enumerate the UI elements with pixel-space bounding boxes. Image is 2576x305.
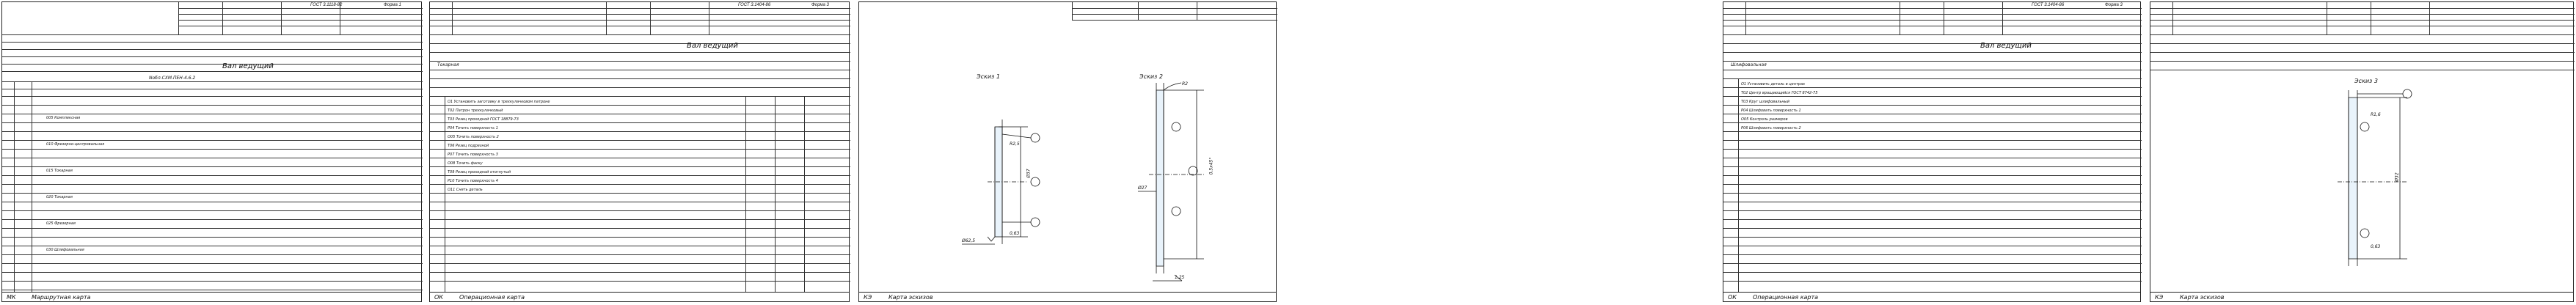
gost-label: ГОСТ 3.1118-82	[310, 3, 343, 7]
sheet-footer: КЭ Карта эскизов	[859, 292, 1276, 301]
dimension-label: 0,5х45°	[1208, 157, 1214, 175]
route-row: 010 Фрезерно-центровальная	[46, 142, 105, 147]
route-row: 025 Фрезерная	[46, 221, 76, 226]
route-row: 020 Токарная	[46, 195, 73, 199]
operation-row: Р06 Шлифовать поверхность 2	[1741, 126, 1801, 131]
form-label: Форма 3	[811, 3, 829, 7]
sketch-card-sheet: Эскиз 3 Ø32 R1,6 0,63 КЭ Карта эскизов	[2150, 1, 2575, 302]
operation-row: Р04 Точить поверхность 1	[448, 126, 498, 131]
operation-name: Токарная	[437, 62, 459, 67]
sketch-card-sheet: Эскиз 1 Эскиз 2	[858, 1, 1277, 302]
operation-row: О11 Снять деталь	[448, 188, 483, 192]
document-title: Вал ведущий	[687, 42, 738, 50]
operation-row: Т02 Центр вращающийся ГОСТ 8742-75	[1741, 91, 1818, 95]
sketch-drawing	[2338, 89, 2412, 266]
sheet-footer: ОК Операционная карта	[1723, 292, 2140, 301]
operation-name: Шлифовальная	[1731, 62, 1767, 67]
route-row: 015 Токарная	[46, 169, 73, 173]
card-name: Карта эскизов	[889, 294, 933, 301]
dimension-label: Ø27	[1138, 185, 1147, 191]
operation-row: О1 Установить заготовку в трехкулачковом…	[448, 100, 550, 104]
form-label: Форма 3	[2105, 3, 2123, 7]
operation-row: Т02 Патрон трехкулачковый	[448, 109, 503, 113]
form-label: Форма 1	[384, 3, 401, 7]
card-code: МК	[7, 294, 16, 301]
operation-row: О05 Точить поверхность 2	[448, 135, 499, 139]
operation-card-sheet: ГОСТ 3.1404-86 Форма 3 Вал ведущий Токар…	[429, 1, 850, 302]
sketch-drawings	[962, 82, 1204, 282]
operation-row: Т03 Резец проходной ГОСТ 18879-73	[448, 117, 519, 122]
operation-row: Т09 Резец проходной отогнутый	[448, 170, 511, 174]
route-row: 030 Шлифовальная	[46, 248, 84, 252]
dimension-label: 1,25	[1175, 275, 1185, 280]
operation-row: Р10 Точить поверхность 4	[448, 179, 498, 183]
dimension-label: 0,63	[2371, 244, 2381, 249]
dimension-label: 0,63	[1010, 231, 1020, 236]
operation-row: Р07 Точить поверхность 3	[448, 152, 498, 157]
route-card-sheet: ГОСТ 3.1118-82 Форма 1 Вал ведущий Nобл.…	[1, 1, 423, 302]
sheet-footer: ОК Операционная карта	[430, 292, 849, 301]
operation-row: Р04 Шлифовать поверхность 1	[1741, 109, 1801, 113]
gost-label: ГОСТ 3.1404-86	[738, 3, 771, 7]
operation-row: О05 Контроль размеров	[1741, 117, 1788, 122]
gost-label: ГОСТ 3.1404-86	[2032, 3, 2065, 7]
dimension-label: Ø32	[2394, 172, 2400, 182]
sheet-footer: МК Маршрутная карта	[2, 292, 421, 301]
dimension-label: Ø37	[1026, 169, 1032, 178]
sketch-1-title: Эскиз 1	[977, 73, 1000, 80]
dimension-label: Ø62,5	[962, 238, 976, 243]
card-name: Операционная карта	[459, 294, 525, 301]
operation-row: Т03 Круг шлифовальный	[1741, 100, 1789, 104]
part-designation: Nобл.СХМ.ПЕН-4.6.2	[149, 76, 196, 81]
dimension-label: R1,6	[2371, 112, 2381, 117]
operation-row: О08 Точить фаску	[448, 161, 483, 166]
document-title: Вал ведущий	[222, 62, 274, 70]
sketch-2-title: Эскиз 2	[1139, 73, 1163, 80]
sheet-footer: КЭ Карта эскизов	[2150, 292, 2573, 301]
card-name: Карта эскизов	[2180, 294, 2225, 301]
card-code: ОК	[434, 294, 443, 301]
document-title: Вал ведущий	[1980, 42, 2032, 50]
sketch-title: Эскиз 3	[2354, 78, 2378, 84]
card-code: КЭ	[2155, 294, 2164, 301]
dimension-label: R2,5	[1010, 142, 1020, 147]
route-row: 005 Комплексная	[46, 116, 81, 120]
card-code: ОК	[1728, 294, 1737, 301]
card-name: Маршрутная карта	[32, 294, 91, 301]
operation-card-sheet: ГОСТ 3.1404-86 Форма 3 Вал ведущий Шлифо…	[1723, 1, 2142, 302]
operation-row: О1 Установить деталь в центрах	[1741, 82, 1806, 87]
card-name: Операционная карта	[1753, 294, 1819, 301]
dimension-label: R2	[1182, 81, 1188, 87]
card-code: КЭ	[864, 294, 872, 301]
operation-row: Т06 Резец подрезной	[448, 144, 489, 148]
